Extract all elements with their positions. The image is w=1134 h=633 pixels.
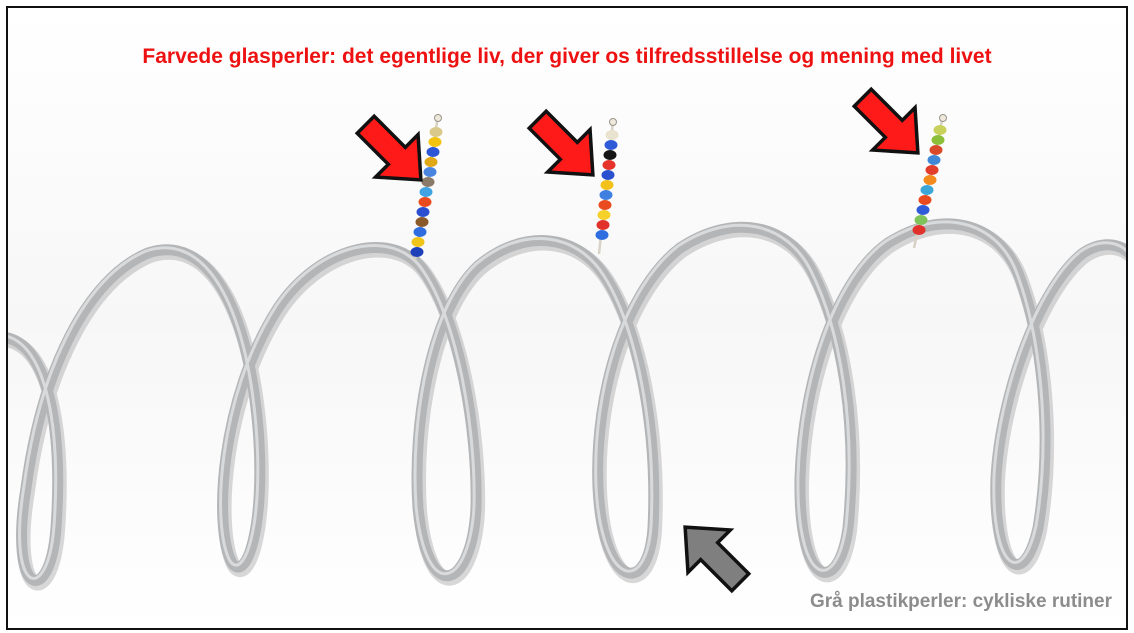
top-caption: Farvede glasperler: det egentlige liv, d… <box>8 45 1126 69</box>
photo-frame: Farvede glasperler: det egentlige liv, d… <box>6 6 1128 630</box>
bottom-caption: Grå plastikperler: cykliske rutiner <box>810 591 1112 613</box>
photo-background <box>8 8 1128 630</box>
coil-photo <box>8 8 1128 630</box>
